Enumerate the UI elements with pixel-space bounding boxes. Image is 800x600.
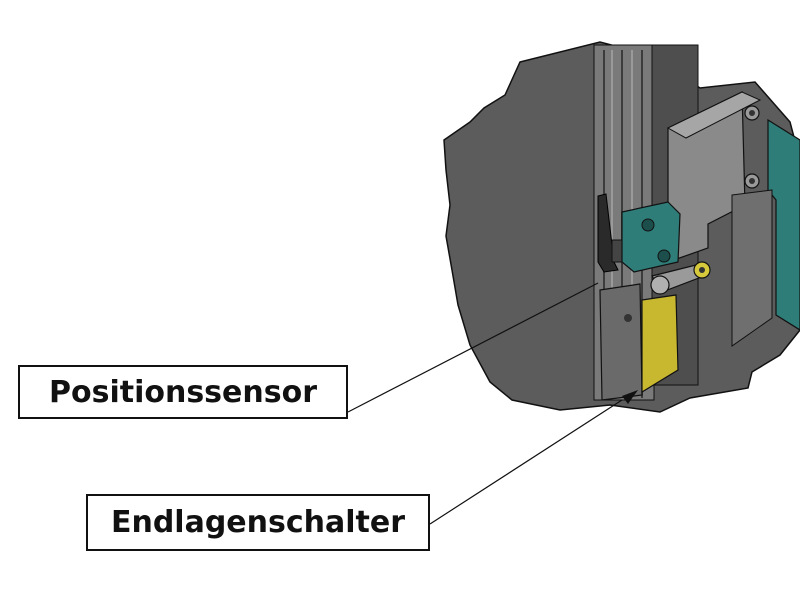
callout-end-switch: Endlagenschalter: [86, 494, 430, 551]
leader-line-end-switch: [429, 399, 623, 525]
leader-line-position-sensor: [347, 282, 599, 413]
mounting-plate: [666, 91, 762, 263]
position-sensor-block: [621, 201, 681, 273]
callout-position-sensor: Positionssensor: [18, 365, 348, 419]
limit-switch-body: [599, 283, 679, 404]
limit-switch-arm: [650, 261, 711, 295]
